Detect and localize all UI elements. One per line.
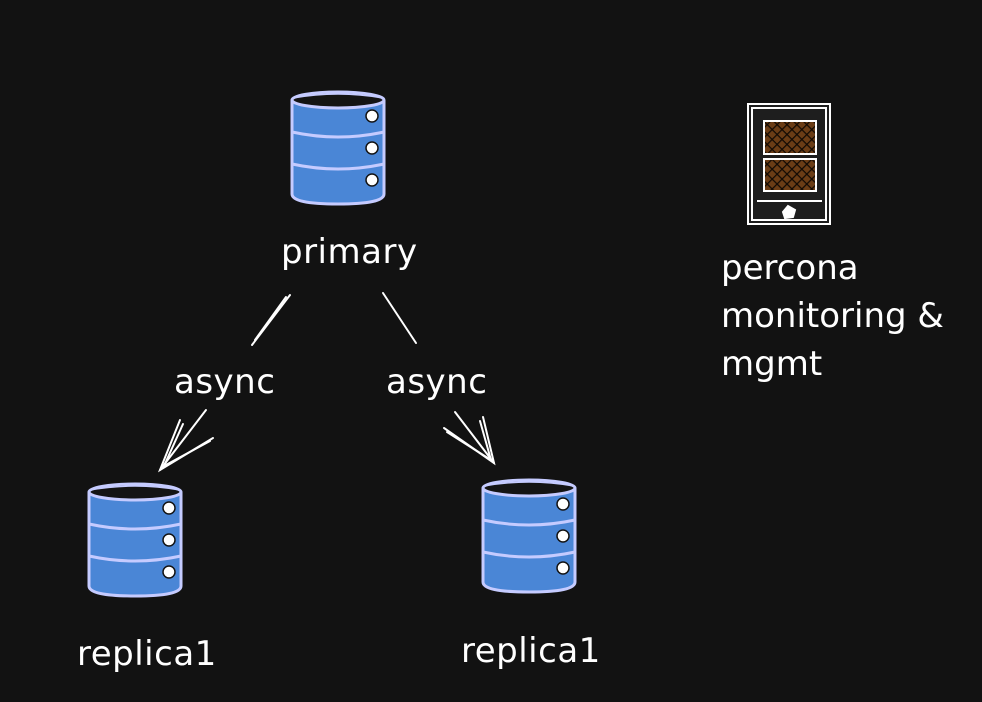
edge-label-async-left: async: [174, 362, 276, 402]
edge-label-async-right: async: [386, 362, 488, 402]
primary-label: primary: [281, 232, 418, 272]
monitoring-label: percona monitoring & mgmt: [721, 244, 944, 388]
edge-primary-to-replica-right: [382, 292, 496, 466]
monitoring-label-line-2: monitoring &: [721, 296, 944, 336]
monitoring-label-line-1: percona: [721, 248, 859, 288]
replica-left-database-icon: [87, 482, 183, 598]
replica-right-label: replica1: [461, 631, 601, 671]
server-rack-icon: [747, 103, 831, 225]
replica-right-database-icon: [481, 478, 577, 594]
replica-left-label: replica1: [77, 634, 217, 674]
edge-primary-to-replica-left: [157, 294, 291, 473]
monitoring-label-line-3: mgmt: [721, 344, 823, 384]
primary-database-icon: [290, 90, 386, 206]
